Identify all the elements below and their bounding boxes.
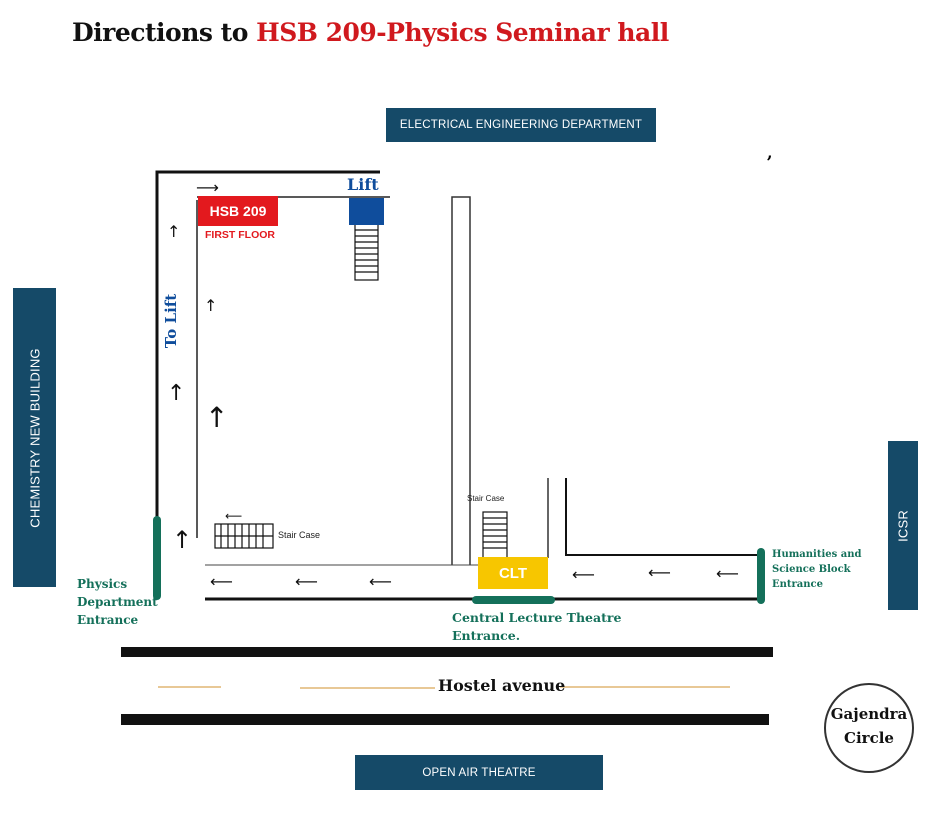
arrow-up-icon: ↑ — [167, 381, 186, 406]
first-floor-label: FIRST FLOOR — [205, 229, 275, 241]
page-title: Directions to HSB 209-Physics Seminar ha… — [72, 18, 669, 47]
hsb-209-label: HSB 209 — [209, 203, 267, 219]
hostel-avenue-label: Hostel avenue — [438, 676, 566, 695]
hsb-209-room: HSB 209 — [198, 196, 278, 226]
icsr-building: ICSR — [888, 441, 918, 610]
arrow-up-icon: ↑ — [205, 401, 229, 434]
arrow-left-icon: ⟵ — [648, 563, 671, 582]
physics-entrance-label: Physics Department Entrance — [77, 577, 158, 627]
arrow-left-icon: ⟵ — [716, 564, 739, 583]
arrow-left-icon: ⟵ — [572, 565, 595, 584]
arrow-left-icon: ⟵ — [369, 572, 392, 591]
clt-entrance-label: Central Lecture Theatre Entrance. — [452, 610, 622, 643]
to-lift-label: To Lift — [162, 293, 181, 349]
stair-case-left-label: Stair Case — [278, 530, 321, 540]
arrow-left-icon: ⟵ — [295, 572, 318, 591]
lift-icon — [349, 198, 384, 225]
arrow-left-icon: ⟵ — [225, 509, 243, 523]
arrow-left-icon: ⟵ — [210, 572, 233, 591]
stray-mark: , — [767, 143, 773, 162]
arrow-up-icon: ↑ — [167, 222, 181, 241]
electrical-engineering-label: ELECTRICAL ENGINEERING DEPARTMENT — [399, 119, 643, 131]
chemistry-building: CHEMISTRY NEW BUILDING — [13, 288, 56, 587]
gajendra-circle-label: Gajendra Circle — [830, 705, 908, 747]
hss-entrance-label: Humanities and Science Block Entrance — [772, 549, 862, 590]
title-prefix: Directions to — [72, 18, 257, 47]
arrow-right-icon: ⟶ — [196, 178, 219, 197]
arrow-up-icon: ↑ — [172, 526, 193, 554]
lift-label: Lift — [347, 175, 379, 194]
arrow-up-icon: ↑ — [204, 296, 218, 315]
stair-case-clt-label: Stair Case — [467, 494, 505, 503]
open-air-theatre-building: OPEN AIR THEATRE — [355, 755, 603, 790]
title-highlight: HSB 209-Physics Seminar hall — [256, 18, 669, 47]
clt-label: CLT — [498, 564, 528, 582]
open-air-theatre-label: OPEN AIR THEATRE — [422, 766, 536, 779]
clt-building: CLT — [478, 557, 548, 589]
electrical-engineering-building: ELECTRICAL ENGINEERING DEPARTMENT — [386, 108, 656, 142]
